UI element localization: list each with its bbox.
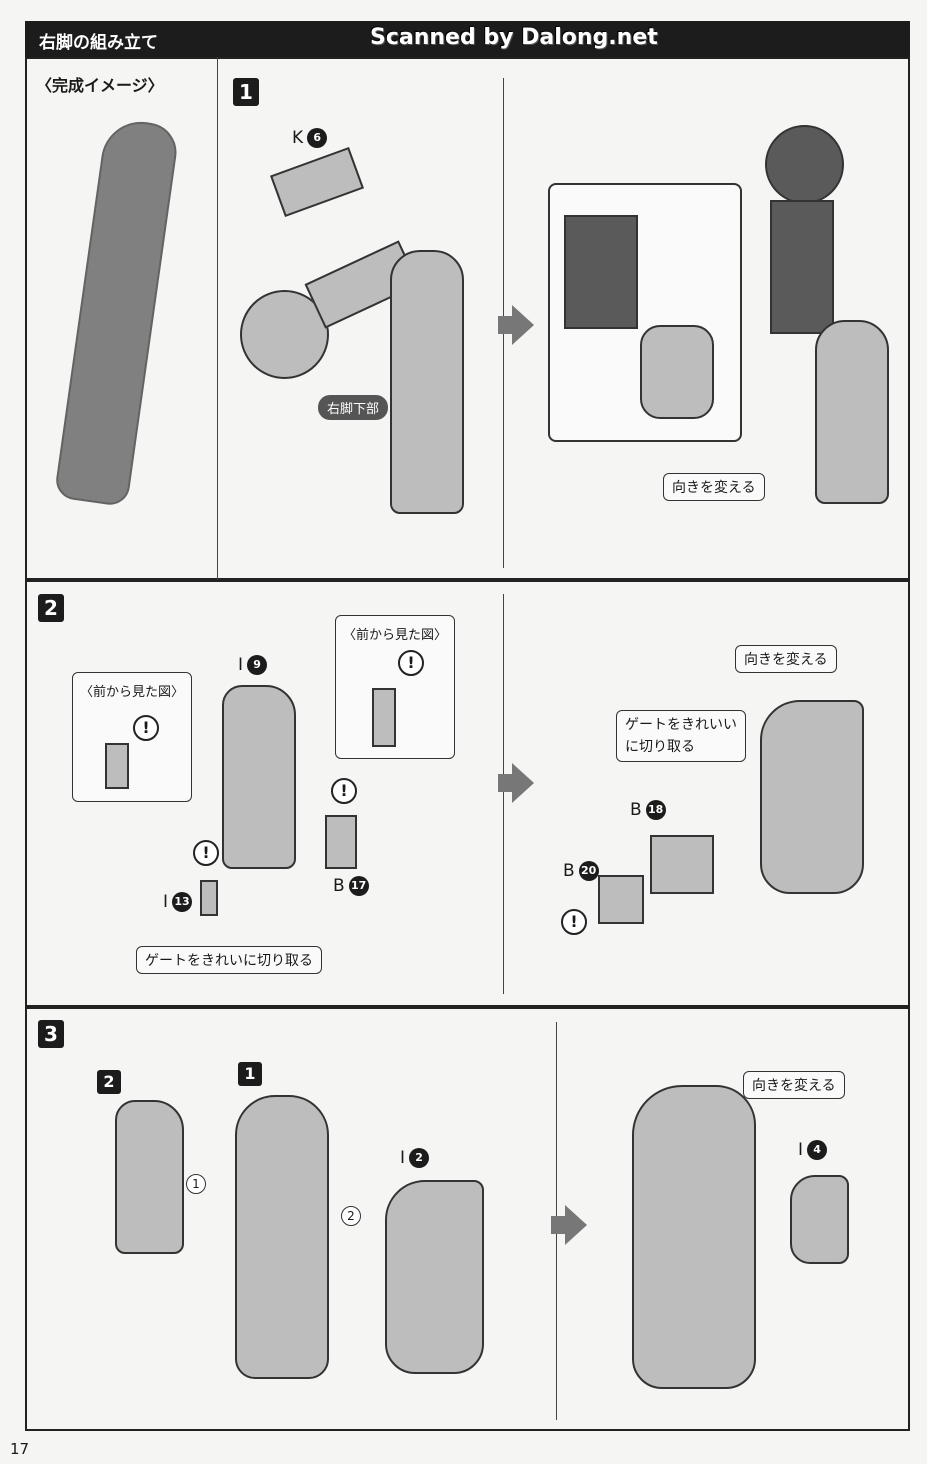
warning-icon: !: [331, 778, 357, 804]
step-ref-2: 2: [97, 1070, 121, 1094]
part-letter: B: [333, 876, 345, 896]
part-number: 4: [807, 1140, 828, 1160]
part-illustration: [105, 743, 129, 789]
lower-leg-illustration: [815, 320, 889, 504]
callout-line: ゲートをきれいい: [625, 717, 737, 733]
next-arrow: [498, 763, 534, 803]
preview-label: 〈完成イメージ〉: [36, 76, 164, 95]
step2-assembly-illustration: [115, 1100, 184, 1254]
step1-assembly-illustration: [235, 1095, 329, 1379]
part-i9-illustration: [222, 685, 296, 869]
part-letter: K: [292, 128, 304, 148]
lower-leg-pill: 右脚下部: [318, 395, 389, 420]
front-view-box-left: 〈前から見た図〉 !: [72, 672, 192, 802]
part-b20-illustration: [598, 875, 644, 924]
warning-icon: !: [398, 650, 424, 676]
section-header: 右脚の組み立て Scanned by Dalong.net: [25, 21, 910, 57]
turn-callout: 向きを変える: [735, 645, 837, 673]
part-number: 13: [172, 892, 193, 912]
order-2: 2: [341, 1206, 361, 1226]
front-view-label: 〈前から見た図〉: [79, 685, 184, 700]
detail-joint-illustration: [640, 325, 714, 419]
warning-icon: !: [133, 715, 159, 741]
leg-cover-illustration: [760, 700, 864, 894]
part-i2-illustration: [385, 1180, 484, 1374]
part-illustration: [372, 688, 396, 747]
step-ref-1: 1: [238, 1062, 262, 1086]
part-i13-illustration: [200, 880, 218, 916]
turn-callout: 向きを変える: [743, 1071, 845, 1099]
part-letter: B: [630, 800, 642, 820]
part-number: 18: [645, 800, 666, 820]
part-letter: I: [163, 892, 169, 912]
detail-part-illustration: [564, 215, 638, 329]
step1-number: 1: [233, 78, 259, 106]
turn-callout: 向きを変える: [663, 473, 765, 501]
part-letter: B: [563, 861, 575, 881]
part-number: 20: [578, 861, 599, 881]
page-number: 17: [10, 1440, 30, 1458]
part-number: 17: [348, 876, 369, 896]
section-title: 右脚の組み立て: [39, 33, 158, 53]
part-number: 9: [247, 655, 268, 675]
warning-icon: !: [193, 840, 219, 866]
part-letter: I: [400, 1148, 406, 1168]
front-view-label: 〈前から見た図〉: [342, 628, 447, 643]
lower-leg-illustration: [390, 250, 464, 514]
step3-panel: [25, 1007, 910, 1431]
part-i4-illustration: [790, 1175, 849, 1264]
part-b18-illustration: [650, 835, 714, 894]
upper-joint-illustration: [770, 200, 834, 334]
step1-panel: [25, 57, 910, 580]
assembled-leg-illustration: [632, 1085, 756, 1389]
warning-icon: !: [561, 909, 587, 935]
order-1: 1: [186, 1174, 206, 1194]
part-number: 6: [307, 128, 328, 148]
front-view-box-right: 〈前から見た図〉 !: [335, 615, 455, 759]
gate-callout-2: ゲートをきれいいに切り取る: [616, 710, 746, 762]
detail-inset: [548, 183, 742, 442]
part-letter: I: [238, 655, 244, 675]
part-letter: I: [798, 1140, 804, 1160]
drum-illustration: [765, 125, 844, 204]
next-arrow: [498, 305, 534, 345]
divider: [503, 594, 504, 994]
gate-callout: ゲートをきれいに切り取る: [136, 946, 322, 974]
step2-panel: [25, 580, 910, 1007]
next-arrow: [551, 1205, 587, 1245]
part-number: 2: [409, 1148, 430, 1168]
divider: [217, 57, 218, 580]
part-b17-illustration: [325, 815, 357, 869]
step3-number: 3: [38, 1020, 64, 1048]
watermark: Scanned by Dalong.net: [370, 25, 658, 50]
step2-number: 2: [38, 594, 64, 622]
callout-line: に切り取る: [625, 739, 695, 755]
